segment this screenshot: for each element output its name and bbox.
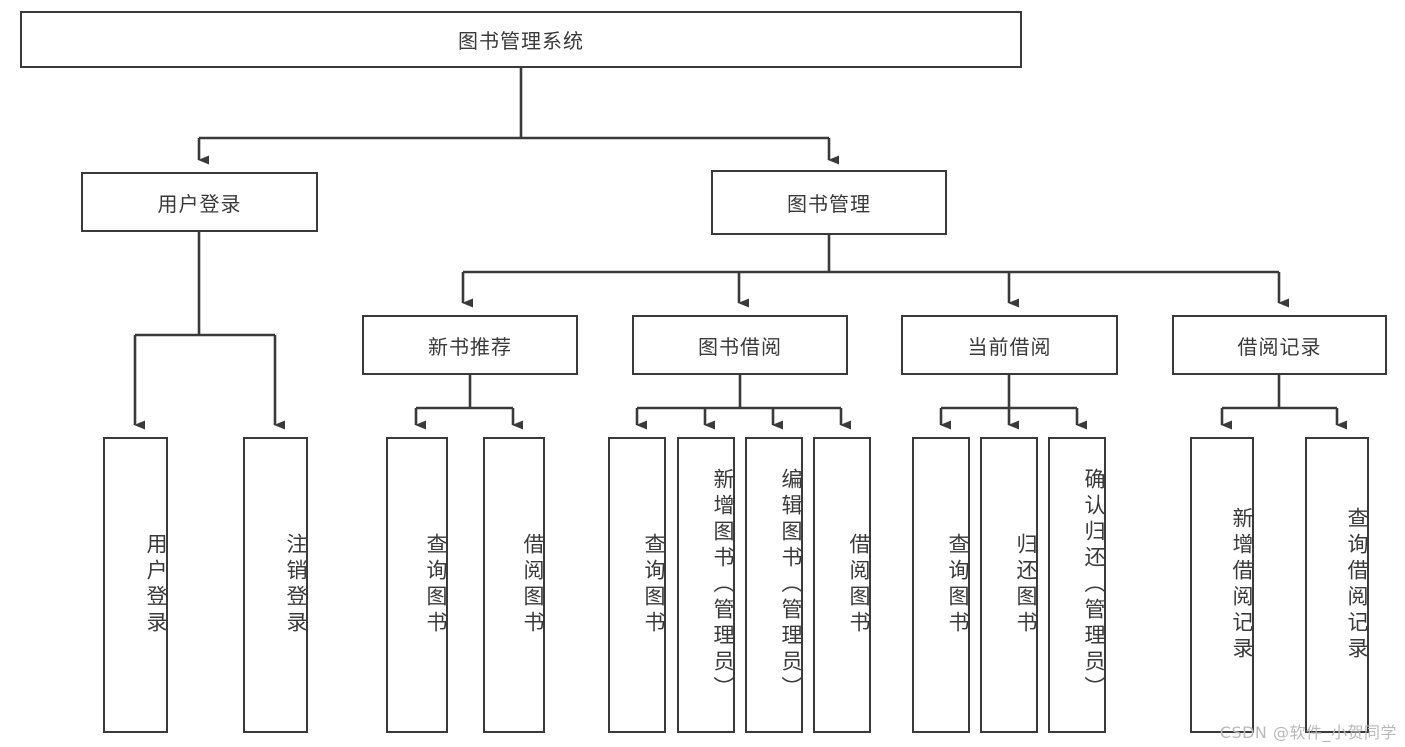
- leaf-borrow-borrow-book[interactable]: 借阅图书: [813, 437, 871, 733]
- node-root-system[interactable]: 图书管理系统: [20, 11, 1022, 68]
- leaf-current-confirm-return-admin[interactable]: 确认归还（管理员）: [1048, 437, 1106, 733]
- leaf-label: 归还图书: [1014, 533, 1038, 637]
- leaf-borrow-query-book[interactable]: 查询图书: [608, 437, 666, 733]
- leaf-newbook-query-book[interactable]: 查询图书: [386, 437, 448, 733]
- leaf-label: 确认归还（管理员）: [1082, 468, 1106, 702]
- leaf-label: 查询图书: [424, 533, 448, 637]
- leaf-borrow-add-book-admin[interactable]: 新增图书（管理员）: [677, 437, 735, 733]
- leaf-label: 借阅图书: [847, 533, 871, 637]
- node-borrow-record[interactable]: 借阅记录: [1172, 315, 1387, 375]
- node-user-login[interactable]: 用户登录: [81, 172, 318, 232]
- leaf-label: 新增借阅记录: [1230, 507, 1254, 663]
- leaf-user-login[interactable]: 用户登录: [103, 437, 168, 733]
- leaf-record-query-borrow-record[interactable]: 查询借阅记录: [1305, 437, 1369, 733]
- leaf-label: 查询图书: [946, 533, 970, 637]
- leaf-label: 注销登录: [284, 533, 308, 637]
- node-new-book-recommend[interactable]: 新书推荐: [362, 315, 578, 375]
- leaf-newbook-borrow-book[interactable]: 借阅图书: [483, 437, 545, 733]
- leaf-borrow-edit-book-admin[interactable]: 编辑图书（管理员）: [745, 437, 803, 733]
- leaf-current-return-book[interactable]: 归还图书: [980, 437, 1038, 733]
- node-book-borrow[interactable]: 图书借阅: [632, 315, 848, 375]
- node-book-management[interactable]: 图书管理: [711, 170, 947, 235]
- watermark-text: CSDN @软件_小贺同学: [1219, 723, 1397, 742]
- leaf-record-add-borrow-record[interactable]: 新增借阅记录: [1190, 437, 1254, 733]
- leaf-label: 借阅图书: [521, 533, 545, 637]
- leaf-label: 查询借阅记录: [1345, 507, 1369, 663]
- leaf-label: 新增图书（管理员）: [711, 468, 735, 702]
- node-current-borrow[interactable]: 当前借阅: [901, 315, 1118, 375]
- leaf-label: 编辑图书（管理员）: [779, 468, 803, 702]
- leaf-label: 用户登录: [144, 533, 168, 637]
- leaf-label: 查询图书: [642, 533, 666, 637]
- leaf-current-query-book[interactable]: 查询图书: [912, 437, 970, 733]
- leaf-user-logout[interactable]: 注销登录: [243, 437, 308, 733]
